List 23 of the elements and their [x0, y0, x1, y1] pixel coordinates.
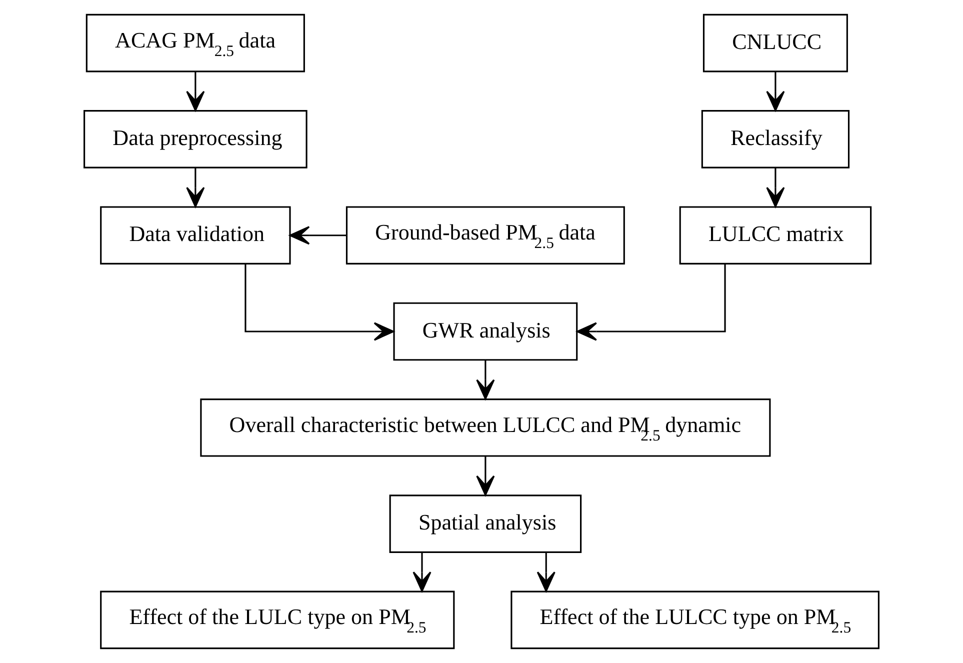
arrow	[766, 72, 785, 112]
arrow	[476, 456, 495, 496]
node-box: Effect of the LULC type on PM$_{2.5}$	[100, 590, 455, 650]
arrow	[186, 72, 205, 112]
arrow	[476, 360, 495, 400]
node-box: ACAG PM$_{2.5}$ data	[86, 14, 305, 72]
arrow	[244, 264, 394, 341]
node-box: Overall characteristic between LULCC and PM$_{2.5}$ dynamic	[200, 398, 771, 457]
node-box: Data validation	[100, 206, 291, 265]
node-box: Ground-based PM$_{2.5}$ data	[346, 206, 625, 265]
node-box: LULCC matrix	[679, 206, 872, 265]
node-box: Effect of the LULCC type on PM$_{2.5}$	[510, 590, 880, 650]
arrow	[289, 226, 346, 245]
arrow	[186, 168, 205, 208]
node-box: Reclassify	[701, 110, 850, 168]
arrow	[412, 552, 432, 592]
arrow	[536, 552, 556, 592]
arrow	[576, 264, 726, 341]
node-box: CNLUCC	[702, 14, 848, 72]
node-box: Data preprocessing	[84, 110, 308, 168]
node-box: GWR analysis	[393, 302, 578, 361]
node-box: Spatial analysis	[389, 494, 582, 553]
arrow	[766, 168, 785, 208]
